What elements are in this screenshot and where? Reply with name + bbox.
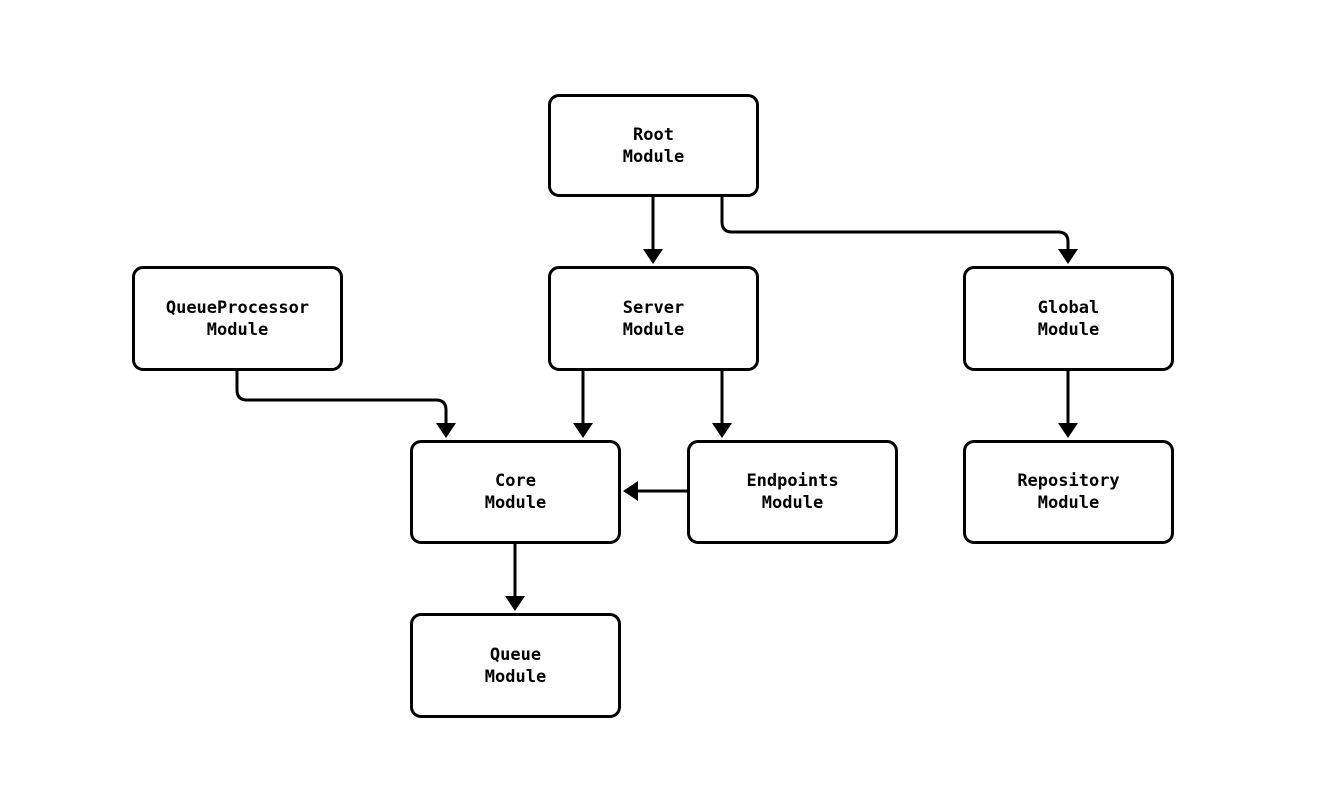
node-label-core: Core Module bbox=[484, 471, 547, 513]
node-repository[interactable]: Repository Module bbox=[963, 440, 1174, 544]
edge-root-to-server bbox=[643, 197, 663, 264]
edge-line-root-to-global bbox=[720, 197, 1070, 252]
edge-core-to-queue bbox=[505, 544, 525, 611]
arrowhead-global-to-repository bbox=[1058, 423, 1078, 438]
edge-queueprocessor-to-core bbox=[235, 371, 456, 438]
arrowhead-queueprocessor-to-core bbox=[436, 423, 456, 438]
node-label-endpoints: Endpoints Module bbox=[746, 471, 839, 513]
arrowhead-root-to-global bbox=[1058, 249, 1078, 264]
node-label-queueprocessor: QueueProcessor Module bbox=[165, 297, 310, 340]
node-root[interactable]: Root Module bbox=[548, 94, 759, 197]
node-label-queue: Queue Module bbox=[484, 644, 547, 687]
node-server[interactable]: Server Module bbox=[548, 266, 759, 371]
node-endpoints[interactable]: Endpoints Module bbox=[687, 440, 898, 544]
edge-global-to-repository bbox=[1058, 371, 1078, 438]
node-queueprocessor[interactable]: QueueProcessor Module bbox=[132, 266, 343, 371]
node-global[interactable]: Global Module bbox=[963, 266, 1174, 371]
edge-server-to-core bbox=[573, 371, 593, 438]
arrowhead-core-to-queue bbox=[505, 596, 525, 611]
node-queue[interactable]: Queue Module bbox=[410, 613, 621, 718]
edge-server-to-endpoints bbox=[712, 371, 732, 438]
arrowhead-server-to-endpoints bbox=[712, 423, 732, 438]
node-label-repository: Repository Module bbox=[1017, 471, 1120, 513]
edge-line-queueprocessor-to-core bbox=[235, 371, 448, 426]
arrowhead-server-to-core bbox=[573, 423, 593, 438]
arrowhead-root-to-server bbox=[643, 249, 663, 264]
edge-root-to-global bbox=[720, 197, 1078, 264]
arrowhead-endpoints-to-core bbox=[623, 481, 638, 501]
node-label-global: Global Module bbox=[1037, 297, 1100, 340]
node-label-server: Server Module bbox=[622, 297, 685, 340]
node-label-root: Root Module bbox=[622, 124, 685, 167]
node-core[interactable]: Core Module bbox=[410, 440, 621, 544]
edge-endpoints-to-core bbox=[623, 481, 687, 501]
